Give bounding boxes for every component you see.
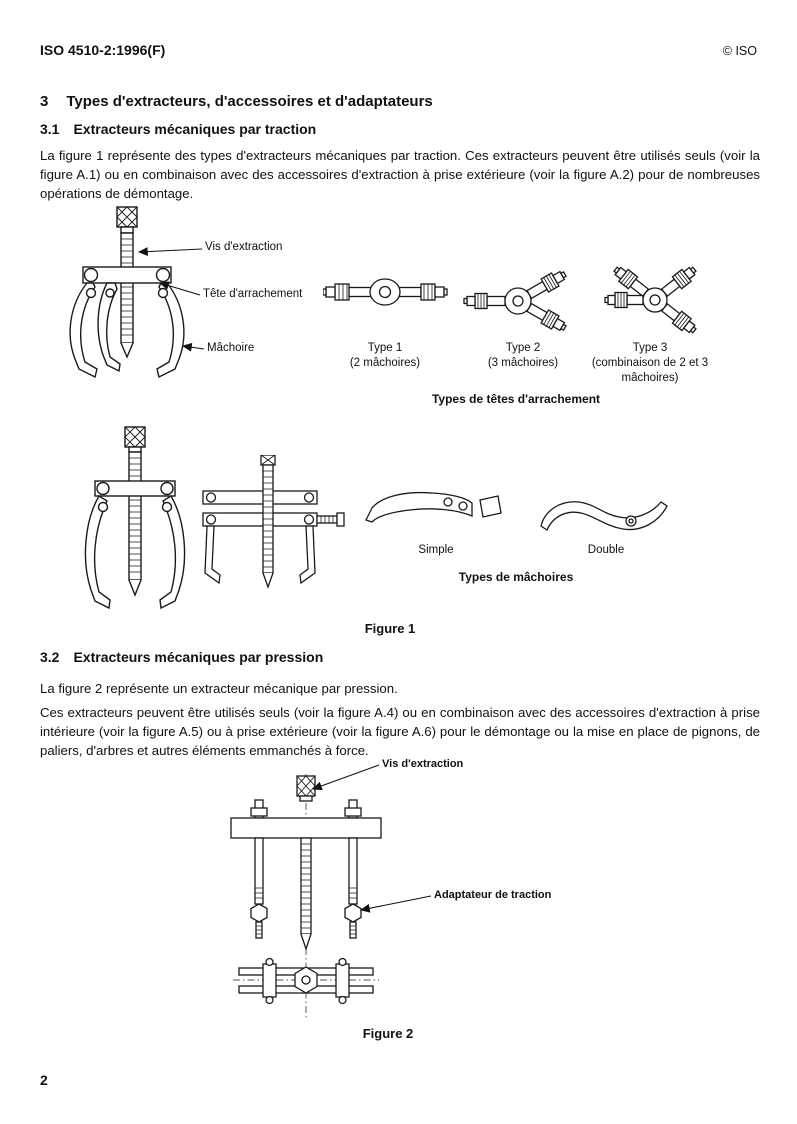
section-3-1-paragraph: La figure 1 représente des types d'extra… — [40, 148, 760, 201]
document-reference: ISO 4510-2:1996(F) — [40, 42, 166, 58]
figure1-double-jaw-drawing — [540, 501, 668, 531]
figure1-three-jaw-puller-drawing — [69, 206, 185, 379]
heads-types-caption: Types de têtes d'arrachement — [431, 392, 601, 406]
figure1-twin-bar-puller-drawing — [202, 455, 345, 589]
section-3-1-heading: 3.1 Extracteurs mécaniques par traction — [40, 121, 316, 137]
jaw-simple-label: Simple — [418, 544, 454, 556]
callout-extraction-screw-fig2: Vis d'extraction — [382, 758, 464, 770]
head-type1-name: Type 1 — [367, 342, 403, 354]
callout-traction-adapter: Adaptateur de traction — [434, 889, 552, 901]
figure1-caption: Figure 1 — [364, 621, 416, 636]
figure2-press-extractor-drawing — [230, 774, 382, 1020]
figure1-head-type1-drawing — [323, 278, 448, 306]
head-type2-sub: (3 mâchoires) — [487, 356, 559, 369]
head-type2-name: Type 2 — [505, 342, 541, 354]
jaws-types-caption: Types de mâchoires — [458, 570, 574, 584]
section-3-2-title: Extracteurs mécaniques par pression — [73, 649, 324, 665]
section-3-1-title: Extracteurs mécaniques par traction — [73, 121, 317, 137]
section-3-1-number: 3.1 — [40, 121, 60, 137]
section-3-number: 3 — [40, 93, 49, 110]
head-type2-label: Type 2 (3 mâchoires) — [488, 341, 558, 371]
section-3-2-paragraph-2: Ces extracteurs peuvent être utilisés se… — [40, 705, 760, 758]
head-type1-sub: (2 mâchoires) — [349, 356, 421, 369]
callout-extraction-screw: Vis d'extraction — [205, 241, 283, 253]
copyright-notice: © ISO — [722, 44, 757, 58]
section-3-heading: 3 Types d'extracteurs, d'accessoires et d… — [40, 93, 433, 110]
section-3-2-heading: 3.2 Extracteurs mécaniques par pression — [40, 649, 323, 665]
page-number: 2 — [40, 1072, 48, 1088]
figure1-head-type2-drawing — [463, 270, 567, 332]
figure1-two-jaw-puller-drawing — [84, 426, 186, 610]
figure1-head-type3-drawing — [604, 266, 697, 334]
callout-jaw: Mâchoire — [207, 342, 255, 354]
jaw-double-label: Double — [587, 544, 625, 556]
section-3-2-paragraph-1: La figure 2 représente un extracteur méc… — [40, 681, 398, 696]
head-type3-sub: (combinaison de 2 et 3 mâchoires) — [591, 356, 709, 384]
section-3-title: Types d'extracteurs, d'accessoires et d'… — [66, 93, 433, 110]
head-type3-label: Type 3 (combinaison de 2 et 3 mâchoires) — [591, 341, 709, 386]
head-type1-label: Type 1 (2 mâchoires) — [350, 341, 420, 371]
callout-puller-head: Tête d'arrachement — [203, 288, 303, 300]
figure1-simple-jaw-drawing — [365, 491, 502, 523]
head-type3-name: Type 3 — [632, 342, 668, 354]
figure2-caption: Figure 2 — [362, 1026, 414, 1041]
section-3-2-number: 3.2 — [40, 649, 60, 665]
